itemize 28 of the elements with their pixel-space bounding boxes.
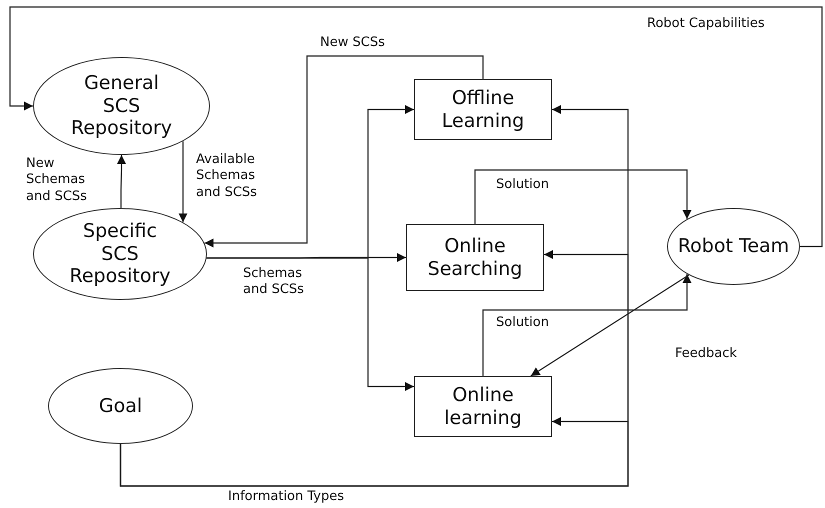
arrow <box>120 417 629 487</box>
node-label: Goal <box>98 394 142 418</box>
edge-label: Solution <box>496 315 549 332</box>
node-label: General SCS Repository <box>71 72 172 140</box>
process-box <box>406 224 544 291</box>
process-box <box>414 376 552 437</box>
arrow <box>9 6 823 248</box>
arrow <box>530 274 690 376</box>
edge-label: Information Types <box>228 489 344 506</box>
process-box <box>414 79 552 140</box>
edge-label: Schemas and SCSs <box>243 266 305 298</box>
arrow <box>206 257 414 391</box>
arrow <box>178 141 188 222</box>
edge-label: Solution <box>496 177 549 194</box>
edge-label: Available Schemas and SCSs <box>196 152 258 201</box>
node-label: Online Searching <box>426 234 524 280</box>
arrow <box>474 169 692 224</box>
arrow <box>204 55 484 248</box>
edge-label: Feedback <box>675 346 737 362</box>
node-label: Online learning <box>443 384 523 430</box>
edge-label: Robot Capabilities <box>647 16 765 32</box>
edge-label: New Schemas and SCSs <box>26 156 88 205</box>
node-label: Specific SCS Repository <box>69 220 171 288</box>
node-label: Robot Team <box>678 235 790 258</box>
edge-label: New SCSs <box>320 35 385 52</box>
node-label: Offline Learning <box>440 86 526 132</box>
arrow <box>482 274 692 376</box>
arrow <box>117 155 126 208</box>
